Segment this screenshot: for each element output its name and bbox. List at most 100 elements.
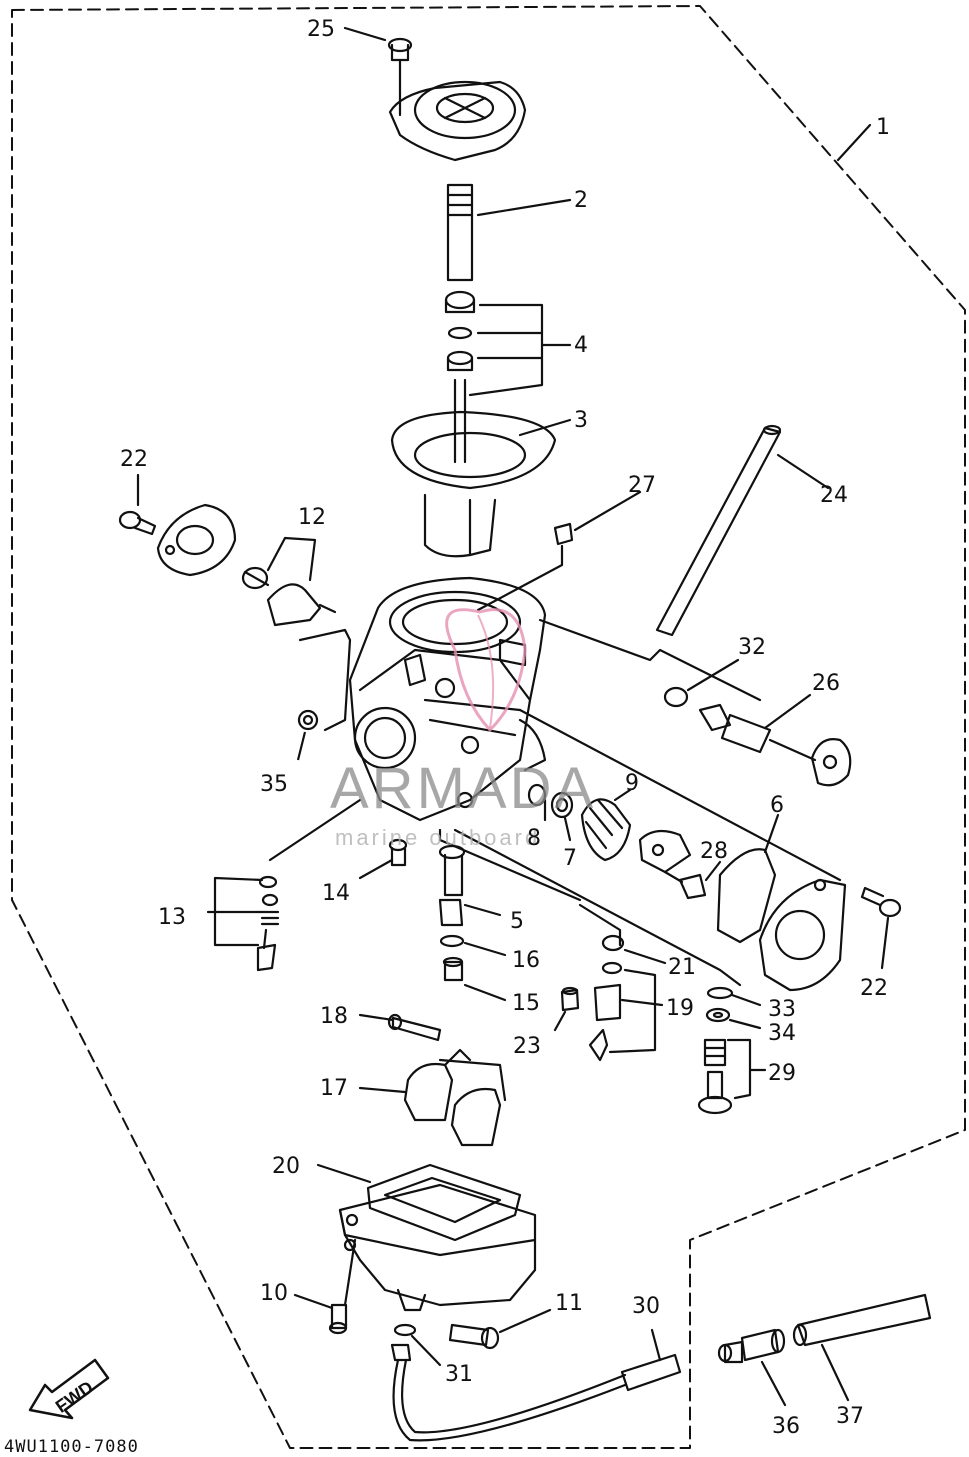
part-plate bbox=[638, 829, 692, 874]
leader-26 bbox=[763, 693, 812, 730]
part-accelerator-cover bbox=[758, 878, 847, 992]
callout-4: 4 bbox=[574, 333, 588, 358]
hose-27-route bbox=[476, 544, 564, 612]
part-33-oring bbox=[706, 986, 734, 1000]
link-left-jet bbox=[268, 628, 362, 862]
leader-21 bbox=[623, 948, 667, 965]
leader-22-right bbox=[880, 916, 890, 970]
diagram-code: 4WU1100-7080 bbox=[4, 1437, 139, 1457]
part-34-washer bbox=[705, 1007, 731, 1023]
leader-16 bbox=[463, 941, 507, 957]
leader-34 bbox=[728, 1018, 762, 1030]
part-10-screw bbox=[328, 1303, 348, 1335]
callout-26: 26 bbox=[812, 671, 840, 696]
callout-32: 32 bbox=[738, 635, 766, 660]
part-30-hose-end bbox=[620, 1353, 682, 1392]
leader-27 bbox=[573, 490, 642, 532]
callout-14: 14 bbox=[322, 881, 350, 906]
part-26-screw-assembly bbox=[698, 703, 852, 787]
callout-25: 25 bbox=[307, 17, 335, 42]
callout-1: 1 bbox=[876, 115, 890, 140]
callout-37: 37 bbox=[836, 1404, 864, 1429]
part-32-oring bbox=[663, 686, 689, 708]
callout-17: 17 bbox=[320, 1076, 348, 1101]
callout-8: 8 bbox=[527, 826, 541, 851]
part-14-screw bbox=[388, 838, 408, 867]
callout-22-left: 22 bbox=[120, 447, 148, 472]
leader-23 bbox=[553, 1010, 567, 1032]
leader-1 bbox=[836, 123, 872, 162]
leader-28 bbox=[704, 860, 722, 882]
part-drain-hose bbox=[390, 1343, 627, 1442]
leader-18 bbox=[358, 1013, 395, 1022]
leader-19 bbox=[608, 968, 664, 1054]
callout-2: 2 bbox=[574, 188, 588, 213]
part-15-main-jet bbox=[442, 956, 464, 982]
part-17-float bbox=[403, 1048, 507, 1147]
callout-9: 9 bbox=[625, 771, 639, 796]
callout-35: 35 bbox=[260, 772, 288, 797]
part-22-screw-left bbox=[118, 510, 157, 536]
part-29-spring-screw bbox=[697, 1038, 733, 1115]
part-36-fitting bbox=[717, 1328, 786, 1364]
callout-11: 11 bbox=[555, 1291, 583, 1316]
leader-37 bbox=[820, 1343, 850, 1402]
leader-5 bbox=[463, 903, 502, 917]
leader-15 bbox=[463, 983, 507, 1002]
callout-30: 30 bbox=[632, 1294, 660, 1319]
leader-3 bbox=[518, 418, 572, 437]
part-22-screw-right bbox=[860, 886, 902, 918]
part-16-washer bbox=[439, 934, 465, 948]
part-6-gasket bbox=[716, 848, 777, 944]
callout-10: 10 bbox=[260, 1281, 288, 1306]
part-12-starter-plunger bbox=[241, 566, 337, 627]
part-25-screw bbox=[387, 37, 413, 117]
leader-4 bbox=[468, 303, 572, 397]
leader-31 bbox=[410, 1334, 442, 1367]
part-37-hose bbox=[792, 1293, 932, 1347]
callout-16: 16 bbox=[512, 948, 540, 973]
part-float-bowl bbox=[338, 1183, 537, 1312]
part-21-plug bbox=[601, 934, 625, 952]
callout-12: 12 bbox=[298, 505, 326, 530]
part-13-pilot-screw bbox=[256, 875, 280, 972]
part-2-spring bbox=[446, 183, 474, 282]
leader-20 bbox=[316, 1163, 372, 1184]
callout-6: 6 bbox=[770, 793, 784, 818]
leader-8-7 bbox=[543, 798, 572, 842]
part-23-jet bbox=[560, 986, 580, 1012]
callout-23: 23 bbox=[513, 1034, 541, 1059]
leader-36 bbox=[760, 1360, 787, 1407]
callout-27: 27 bbox=[628, 473, 656, 498]
callout-3: 3 bbox=[574, 408, 588, 433]
callout-19: 19 bbox=[666, 996, 694, 1021]
leader-2 bbox=[476, 198, 572, 217]
watermark-tagline: marine outboard bbox=[335, 825, 540, 850]
part-20-gasket bbox=[366, 1163, 522, 1242]
part-cover-cap bbox=[388, 80, 527, 162]
part-cover-left bbox=[156, 503, 237, 577]
leader-25 bbox=[343, 26, 387, 42]
callout-34: 34 bbox=[768, 1021, 796, 1046]
leader-11 bbox=[498, 1308, 552, 1334]
part-27-cap bbox=[553, 522, 574, 546]
leader-32 bbox=[686, 658, 740, 692]
leader-10 bbox=[293, 1238, 357, 1310]
callout-5: 5 bbox=[510, 909, 524, 934]
leader-12 bbox=[266, 536, 317, 582]
part-31-clamp bbox=[393, 1323, 417, 1337]
callout-24: 24 bbox=[820, 483, 848, 508]
callout-21: 21 bbox=[668, 955, 696, 980]
assembly-outline bbox=[11, 5, 966, 1449]
part-8-seal bbox=[527, 783, 547, 807]
part-24-vent-hose bbox=[655, 424, 782, 637]
callout-22-right: 22 bbox=[860, 976, 888, 1001]
part-3-diaphragm-piston bbox=[390, 410, 557, 558]
part-18-pin bbox=[387, 1013, 442, 1042]
callout-36: 36 bbox=[772, 1414, 800, 1439]
part-11-screw bbox=[448, 1323, 500, 1350]
